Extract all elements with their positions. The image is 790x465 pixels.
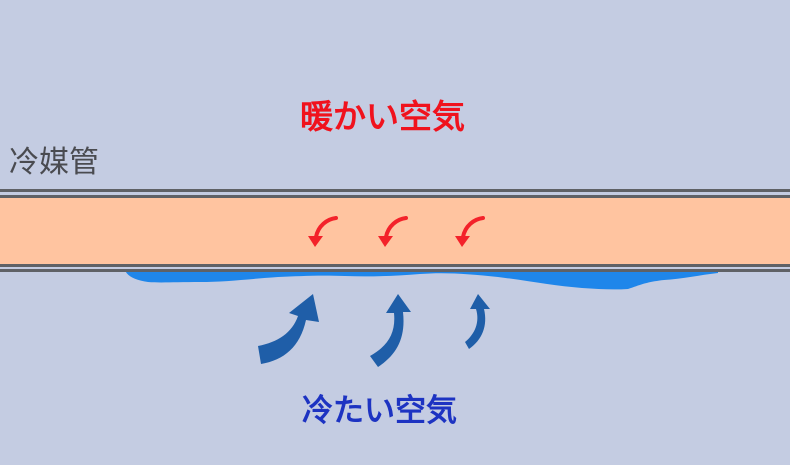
cold-arrow-2 <box>370 294 411 367</box>
pipe-bottom-wall <box>0 269 790 272</box>
warm-air-arrows <box>308 216 485 247</box>
cold-arrow-1 <box>258 294 319 364</box>
pipe-top-wall-inner <box>0 195 790 198</box>
warm-air-label: 暖かい空気 <box>300 97 465 136</box>
warm-arrow-3 <box>455 216 485 247</box>
pipe-body <box>0 197 790 266</box>
cold-air-label: 冷たい空気 <box>302 393 457 429</box>
cold-arrow-3 <box>465 294 490 349</box>
pipe-bottom-wall-inner <box>0 264 790 267</box>
warm-arrow-2 <box>378 216 408 247</box>
refrigerant-pipe-label: 冷媒管 <box>9 145 99 180</box>
pipe-top-wall <box>0 189 790 192</box>
cold-air-arrows <box>258 294 490 367</box>
warm-arrow-1 <box>308 216 338 247</box>
condensation-water <box>125 270 718 290</box>
